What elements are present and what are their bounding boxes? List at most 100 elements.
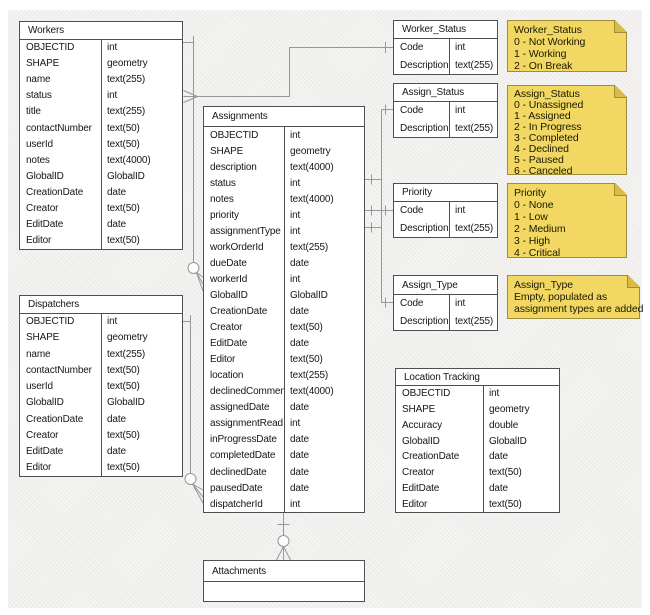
field-type: geometry (101, 55, 182, 72)
table-title: Location Tracking (396, 369, 559, 386)
note-line: 0 - Unassigned (514, 99, 584, 111)
field-name: OBJECTID (26, 316, 75, 328)
field-type (284, 582, 364, 601)
note-line: Priority (514, 187, 546, 199)
table-title: Attachments (204, 561, 364, 582)
field-type: text(255) (101, 71, 182, 88)
note-line: 2 - On Break (514, 60, 573, 72)
field-type: geometry (483, 401, 559, 418)
field-type: int (101, 313, 182, 330)
field-type: text(255) (101, 346, 182, 363)
field-type: date (284, 255, 364, 272)
field-type: text(255) (449, 219, 497, 237)
table-title: Worker_Status (394, 21, 497, 39)
field-type: text(255) (449, 119, 497, 137)
field-type: text(50) (483, 464, 559, 481)
field-name: GlobalID (402, 435, 440, 447)
note-line: 1 - Low (514, 211, 548, 223)
table-row: Editor text(50) (396, 496, 559, 512)
field-type: geometry (101, 329, 182, 346)
field-name: Editor (210, 354, 236, 366)
field-name: userId (26, 138, 53, 150)
field-name: Editor (26, 235, 52, 247)
field-name: Accuracy (402, 419, 442, 431)
field-name: Creator (210, 322, 243, 334)
table-rows (204, 582, 364, 601)
field-name: dispatcherId (210, 498, 263, 510)
field-type: int (449, 102, 497, 120)
field-type: GlobalID (101, 394, 182, 411)
field-type: text(255) (449, 312, 497, 330)
field-name: assignedDate (210, 402, 270, 414)
field-name: location (210, 370, 244, 382)
field-name: SHAPE (402, 404, 436, 416)
field-type: int (284, 496, 364, 513)
note-line: 2 - Medium (514, 223, 566, 235)
field-type: text(255) (101, 103, 182, 121)
field-name: OBJECTID (402, 388, 451, 400)
field-type: GlobalID (101, 168, 182, 185)
field-name: Creator (26, 429, 59, 441)
table-title: Dispatchers (20, 296, 182, 314)
note-line: 0 - None (514, 199, 554, 211)
field-name: EditDate (402, 482, 440, 494)
field-type: text(4000) (101, 152, 182, 169)
table-row: SHAPE geometry (396, 401, 559, 418)
field-type: date (284, 431, 364, 448)
field-type: text(50) (101, 120, 182, 137)
field-type: date (284, 447, 364, 464)
field-name: Editor (402, 498, 428, 510)
field-name: userId (26, 381, 53, 393)
field-name: Code (400, 205, 424, 217)
field-name: GlobalID (210, 289, 248, 301)
field-type: text(50) (101, 427, 182, 444)
note-line: 3 - Completed (514, 132, 579, 144)
note-fold-icon (614, 20, 627, 33)
table-attachments[interactable]: Attachments (203, 560, 365, 602)
field-name: OBJECTID (210, 129, 259, 141)
field-name: declinedComment (210, 386, 284, 398)
note-line: 2 - In Progress (514, 121, 582, 133)
field-type: text(50) (483, 496, 559, 512)
field-name: OBJECTID (26, 42, 75, 54)
table-title: Priority (394, 184, 497, 202)
field-type: int (284, 207, 364, 224)
field-type: int (284, 127, 364, 144)
